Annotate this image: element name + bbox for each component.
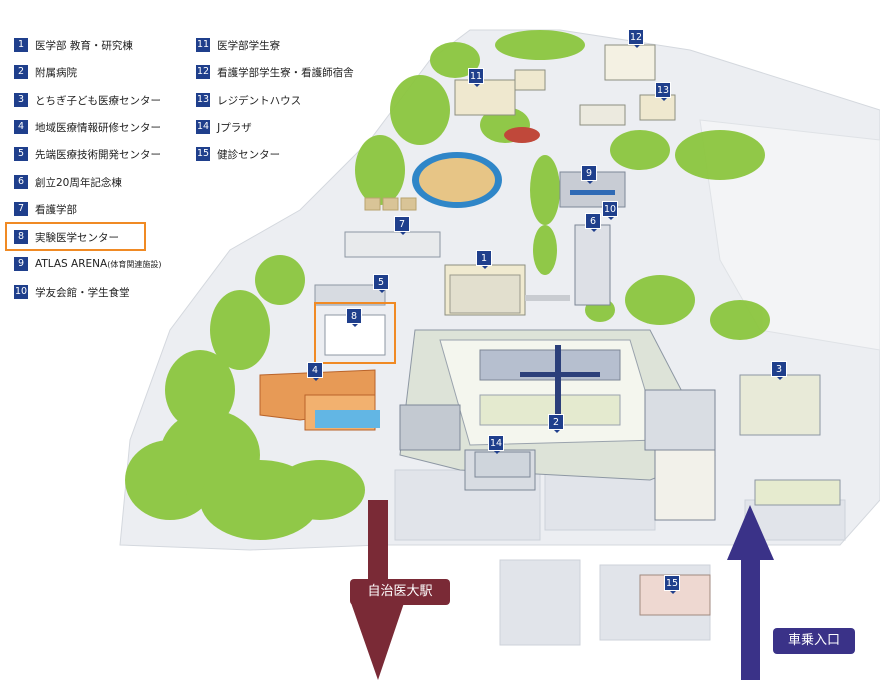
building-11-shape — [454, 69, 546, 116]
building-3-shape — [739, 374, 821, 436]
legend-number-badge: 11 — [196, 38, 211, 52]
legend-label-main: ATLAS ARENA — [35, 258, 108, 270]
legend-label: 地域医療情報研修センター — [35, 121, 161, 134]
map-marker-15[interactable]: 15 — [664, 575, 680, 594]
legend-item-2: 2 附属病院 — [14, 64, 77, 80]
map-marker-13[interactable]: 13 — [655, 82, 671, 101]
legend-item-14: 14 Jプラザ — [196, 119, 252, 135]
legend-number-badge: 10 — [14, 285, 29, 299]
car-entrance-label: 車乗入口 — [773, 628, 855, 654]
legend-number-badge: 7 — [14, 202, 28, 216]
legend-number-badge: 4 — [14, 120, 28, 134]
car-entrance-arrow — [727, 505, 774, 680]
legend-item-3: 3 とちぎ子ども医療センター — [14, 92, 161, 108]
building-14-shape — [474, 451, 531, 478]
building-7-shape — [344, 231, 441, 258]
legend-label: 附属病院 — [35, 66, 77, 79]
building-8-highlight — [314, 302, 396, 364]
legend-item-11: 11 医学部学生寮 — [196, 37, 280, 53]
legend-item-12: 12 看護学部学生寮・看護師宿舎 — [196, 64, 354, 80]
legend-item-4: 4 地域医療情報研修センター — [14, 119, 161, 135]
map-marker-7[interactable]: 7 — [394, 216, 410, 235]
legend-number-badge: 2 — [14, 65, 28, 79]
legend-number-badge: 3 — [14, 93, 28, 107]
east-road — [699, 119, 880, 351]
legend-label: 医学部学生寮 — [217, 39, 281, 52]
legend-number-badge: 12 — [196, 65, 211, 79]
legend-highlight-box — [5, 222, 146, 251]
legend-label: 創立20周年記念棟 — [35, 176, 122, 189]
map-marker-8[interactable]: 8 — [346, 308, 362, 327]
legend-item-10: 10 学友会館・学生食堂 — [14, 284, 130, 300]
building-4-shape — [259, 369, 380, 431]
athletic-field — [364, 127, 540, 211]
legend-item-9: 9 ATLAS ARENA(体育関連施設) — [14, 256, 161, 272]
legend-item-6: 6 創立20周年記念棟 — [14, 174, 122, 190]
legend-label: とちぎ子ども医療センター — [35, 94, 161, 107]
legend-number-badge: 9 — [14, 257, 28, 271]
legend-label: Jプラザ — [217, 121, 252, 134]
legend-item-7: 7 看護学部 — [14, 201, 77, 217]
map-marker-14[interactable]: 14 — [488, 435, 504, 454]
legend-number-badge: 5 — [14, 147, 28, 161]
map-marker-3[interactable]: 3 — [771, 361, 787, 380]
map-marker-10[interactable]: 10 — [602, 201, 618, 220]
map-marker-1[interactable]: 1 — [476, 250, 492, 269]
parking-lots — [394, 469, 846, 646]
map-marker-6[interactable]: 6 — [585, 213, 601, 232]
legend-label: 看護学部 — [35, 203, 77, 216]
map-marker-9[interactable]: 9 — [581, 165, 597, 184]
hospital-complex — [399, 329, 716, 521]
legend-label-note: (体育関連施設) — [107, 260, 162, 269]
map-marker-12[interactable]: 12 — [628, 29, 644, 48]
legend-number-badge: 1 — [14, 38, 28, 52]
legend-label: ATLAS ARENA(体育関連施設) — [35, 258, 161, 270]
legend-label: 先端医療技術開発センター — [35, 148, 161, 161]
building-6-shape — [574, 224, 611, 306]
legend-number-badge: 14 — [196, 120, 211, 134]
building-12-shape — [604, 44, 656, 81]
building-13-shape — [639, 94, 676, 121]
legend-number-badge: 8 — [14, 230, 28, 244]
legend-label: 健診センター — [217, 148, 281, 161]
legend-label: 実験医学センター — [35, 231, 119, 244]
trees — [125, 30, 770, 540]
legend-label: レジデントハウス — [217, 94, 302, 107]
legend-label: 学友会館・学生食堂 — [35, 286, 130, 299]
building-5-shape — [314, 284, 386, 306]
legend-label: 看護学部学生寮・看護師宿舎 — [217, 66, 354, 79]
legend-item-15: 15 健診センター — [196, 146, 280, 162]
building-1-shape — [444, 264, 570, 316]
map-marker-11[interactable]: 11 — [468, 68, 484, 87]
station-label: 自治医大駅 — [350, 579, 450, 605]
legend-item-5: 5 先端医療技術開発センター — [14, 146, 161, 162]
map-marker-4[interactable]: 4 — [307, 362, 323, 381]
legend-item-1: 1 医学部 教育・研究棟 — [14, 37, 133, 53]
legend-number-badge: 15 — [196, 147, 211, 161]
legend-item-13: 13 レジデントハウス — [196, 92, 301, 108]
map-marker-2[interactable]: 2 — [548, 414, 564, 433]
legend-item-8: 8 実験医学センター — [14, 229, 119, 245]
map-marker-5[interactable]: 5 — [373, 274, 389, 293]
legend-number-badge: 13 — [196, 93, 211, 107]
legend-label: 医学部 教育・研究棟 — [35, 39, 133, 52]
legend-number-badge: 6 — [14, 175, 28, 189]
